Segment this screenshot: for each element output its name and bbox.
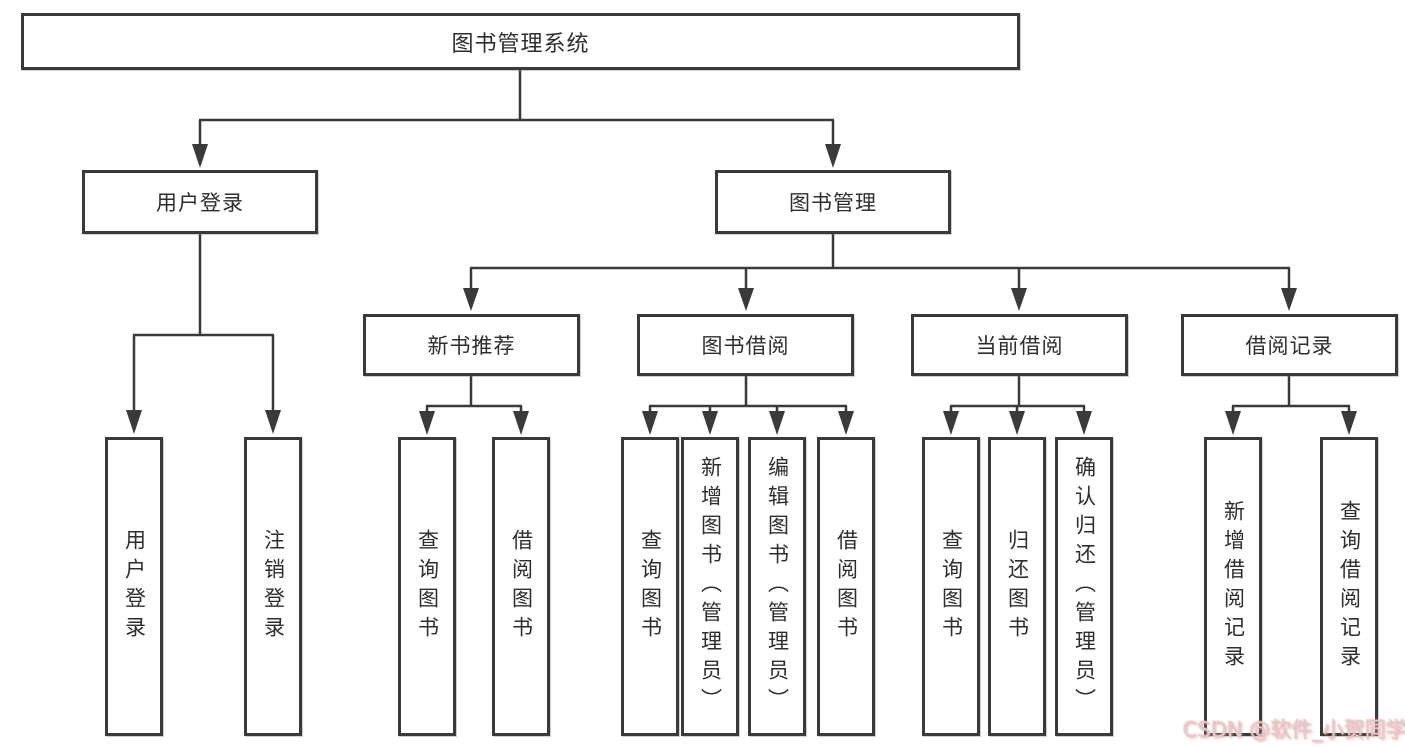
node-user-login-leaf: 用户登录 <box>105 437 163 736</box>
node-label: 当前借阅 <box>975 334 1064 358</box>
node-library-system: 图书管理系统 <box>21 13 1020 70</box>
node-label: 确认归还（管理员） <box>1072 456 1097 717</box>
node-new-book-recommend: 新书推荐 <box>363 314 580 376</box>
node-borrow-records: 借阅记录 <box>1181 314 1398 376</box>
node-query-borrow-record: 查询借阅记录 <box>1320 437 1378 736</box>
node-label: 用户登录 <box>156 191 244 215</box>
node-logout-leaf: 注销登录 <box>244 437 302 736</box>
node-label: 查询借阅记录 <box>1337 499 1362 674</box>
node-query-books-recommend: 查询图书 <box>398 437 456 736</box>
node-label: 新增图书（管理员） <box>698 456 723 717</box>
node-label: 用户登录 <box>122 528 147 645</box>
node-label: 查询图书 <box>939 528 964 645</box>
node-label: 查询图书 <box>638 528 663 645</box>
node-edit-books-admin: 编辑图书（管理员） <box>748 437 806 736</box>
node-label: 借阅图书 <box>509 528 534 645</box>
node-label: 编辑图书（管理员） <box>765 456 790 717</box>
node-borrow-books-recommend: 借阅图书 <box>492 437 550 736</box>
node-book-management-branch: 图书管理 <box>715 170 951 234</box>
node-label: 新增借阅记录 <box>1221 499 1246 674</box>
node-label: 归还图书 <box>1005 528 1030 645</box>
node-return-books: 归还图书 <box>988 437 1046 736</box>
node-user-login-branch: 用户登录 <box>82 170 318 234</box>
node-label: 图书管理 <box>789 191 877 215</box>
csdn-watermark: CSDN @软件_小贺同学 <box>1183 718 1405 742</box>
node-add-books-admin: 新增图书（管理员） <box>681 437 739 736</box>
node-book-borrow: 图书借阅 <box>637 314 854 376</box>
node-label: 借阅记录 <box>1245 334 1334 358</box>
node-label: 注销登录 <box>261 528 286 645</box>
node-borrow-books-leaf: 借阅图书 <box>817 437 875 736</box>
node-confirm-return-admin: 确认归还（管理员） <box>1055 437 1113 736</box>
node-add-borrow-record: 新增借阅记录 <box>1204 437 1262 736</box>
node-label: 图书管理系统 <box>451 31 590 57</box>
node-label: 借阅图书 <box>834 528 859 645</box>
node-current-borrow: 当前借阅 <box>911 314 1128 376</box>
node-query-books-current: 查询图书 <box>922 437 980 736</box>
node-query-books-borrow: 查询图书 <box>621 437 679 736</box>
node-label: 图书借阅 <box>701 334 790 358</box>
node-label: 查询图书 <box>415 528 440 645</box>
node-label: 新书推荐 <box>427 334 516 358</box>
